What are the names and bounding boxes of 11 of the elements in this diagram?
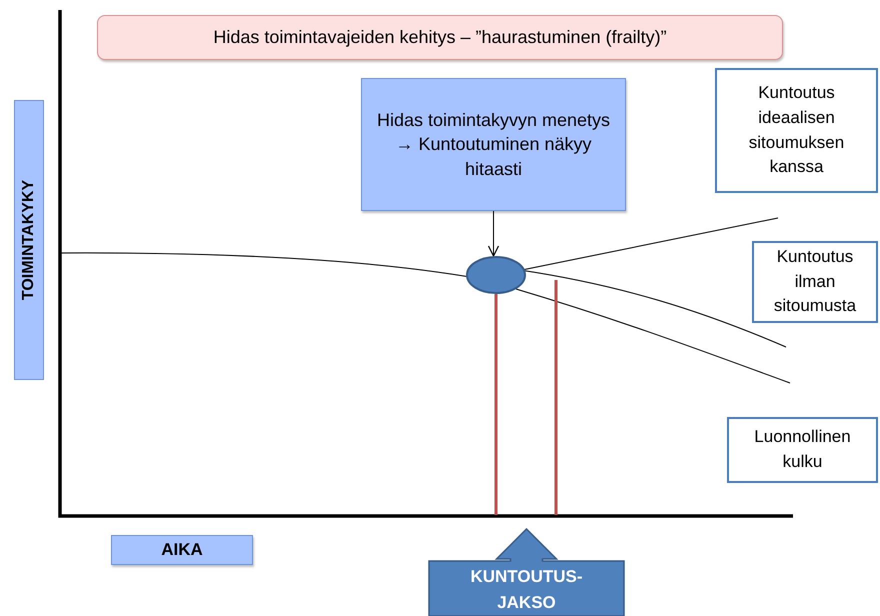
title-banner: Hidas toimintavajeiden kehitys – ”haurastuminen (frailty)” — [97, 15, 783, 60]
axis-label: TOIMINTAKYKY — [14, 100, 44, 380]
label-box: Kuntoutus ideaalisen sitoumuksen kanssa — [715, 68, 878, 193]
label-box: Kuntoutus ilman sitoumusta — [752, 241, 878, 323]
callout-box: Hidas toimintakyvyn menetys → Kuntoutuminen näkyy hitaasti — [361, 78, 626, 211]
label-box: Luonnollinen kulku — [727, 417, 878, 483]
callout-text: KUNTOUTUS-JAKSO — [470, 567, 583, 612]
axis-label: AIKA — [111, 535, 253, 565]
turning-point-ellipse — [466, 256, 526, 294]
arrow — [488, 210, 500, 257]
up-arrow-callout — [428, 528, 625, 616]
